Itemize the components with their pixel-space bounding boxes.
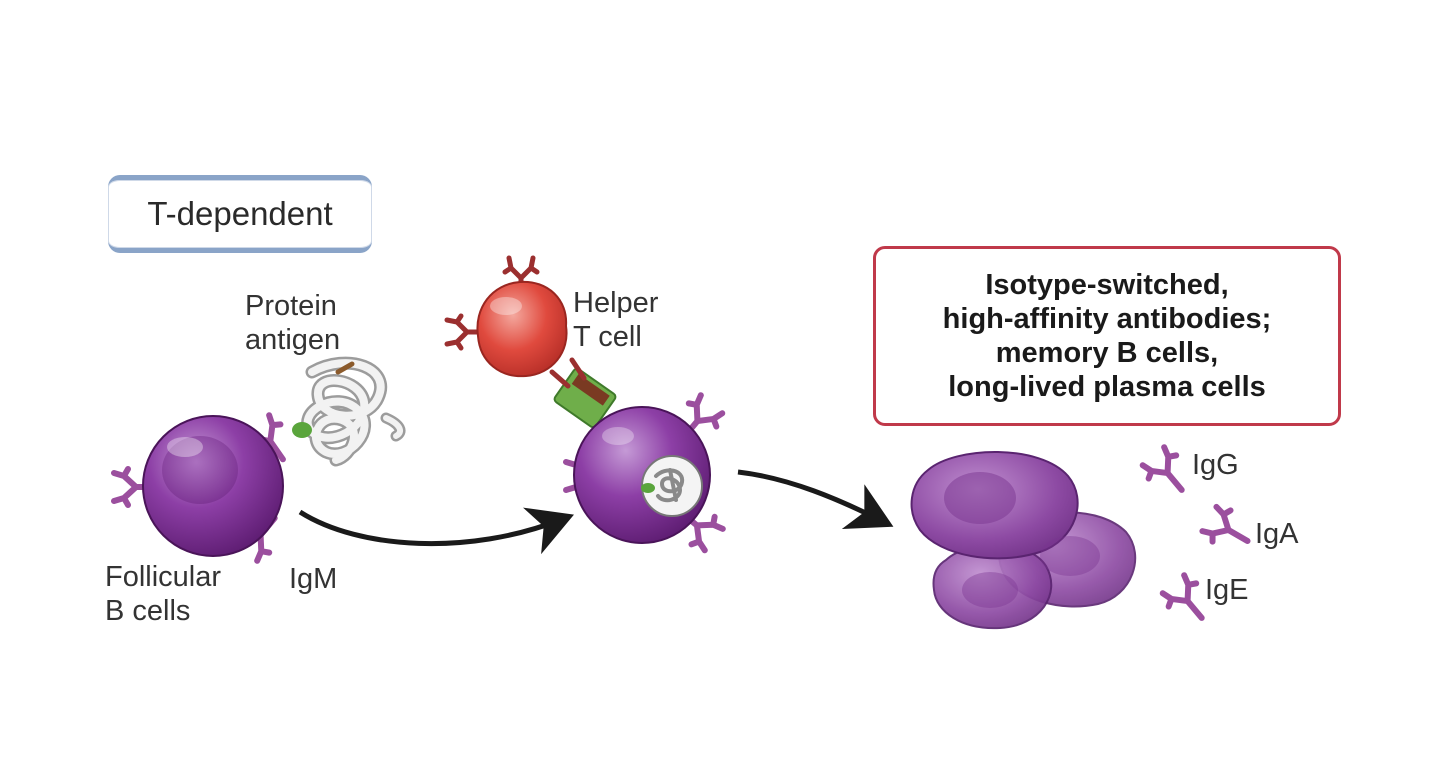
tcr-mhc-complex: [549, 357, 617, 429]
internalized-antigen-icon: [654, 468, 685, 503]
outcome-text: Isotype-switched, high-affinity antibodi…: [942, 269, 1272, 403]
iga-label: IgA: [1255, 518, 1299, 550]
banner-label: T-dependent: [147, 195, 333, 232]
helper-t-cell-label: Helper T cell: [573, 287, 659, 353]
protein-antigen-label: Protein antigen: [245, 290, 341, 356]
igg-label: IgG: [1192, 449, 1239, 481]
helper-t-cell: [447, 258, 568, 378]
outcome-box: Isotype-switched, high-affinity antibodi…: [873, 246, 1341, 426]
igg-antibody-icon: [1140, 445, 1196, 502]
follicular-b-cell: [114, 413, 298, 563]
plasma-cell-cluster: [910, 451, 1137, 630]
iga-antibody-icon: [1200, 503, 1256, 556]
arrow-activation: [298, 507, 574, 555]
arrow-differentiation: [737, 469, 894, 529]
t-dependent-banner: T-dependent: [108, 175, 372, 253]
follicular-b-cells-label: Follicular B cells: [105, 561, 222, 627]
activated-b-cell: [566, 393, 725, 554]
protein-antigen-icon: [292, 356, 406, 467]
ige-label: IgE: [1205, 574, 1249, 606]
igm-label: IgM: [289, 563, 338, 595]
